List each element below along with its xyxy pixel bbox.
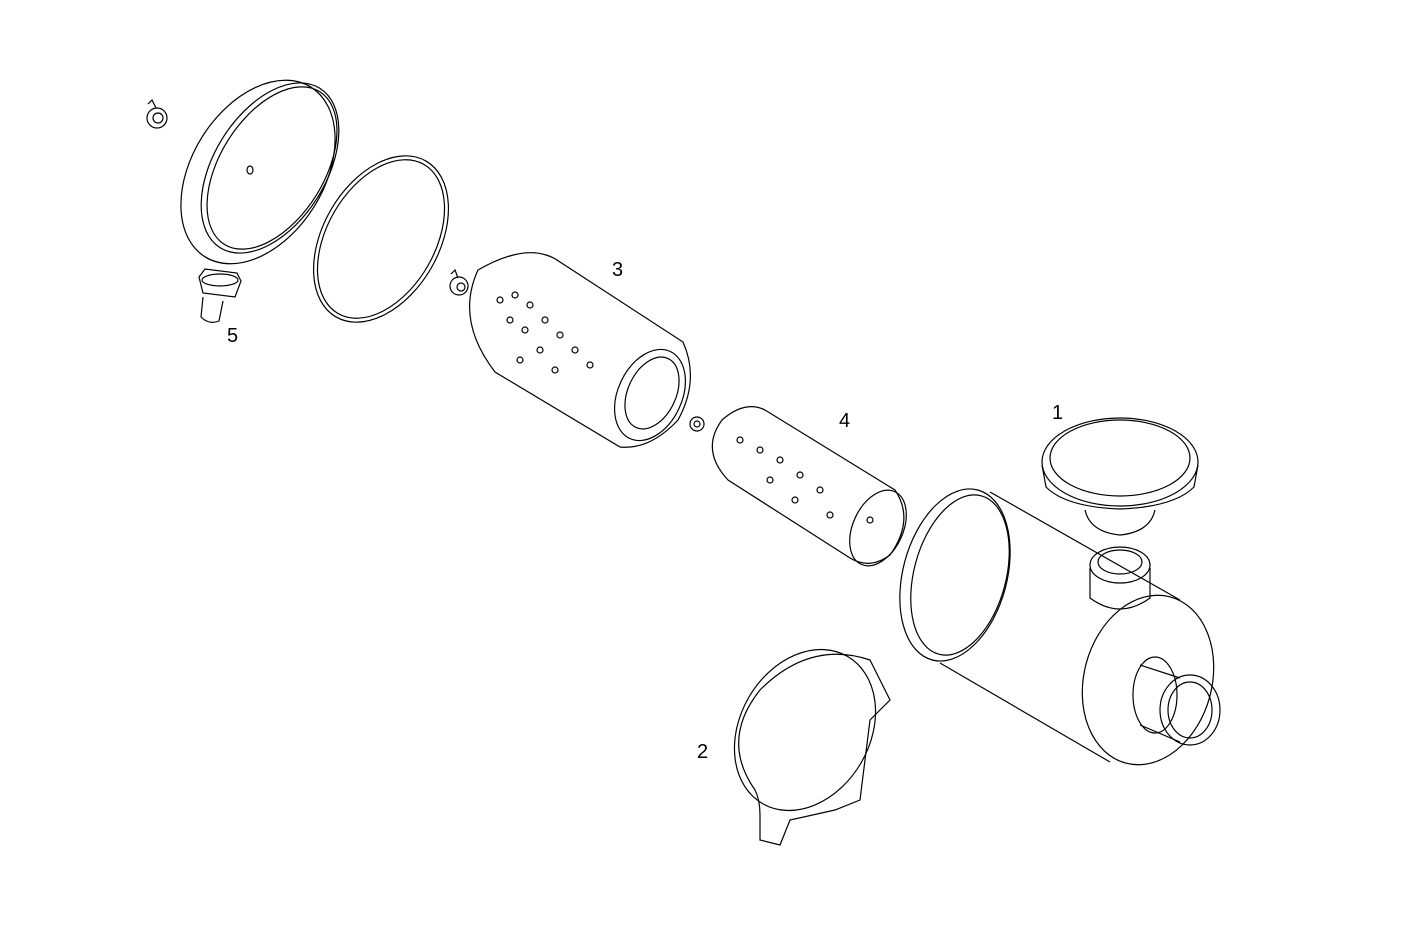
callout-5: 5 bbox=[227, 325, 239, 347]
o-ring bbox=[312, 155, 450, 323]
wing-nut-cover bbox=[146, 98, 168, 129]
callout-4: 4 bbox=[839, 410, 851, 432]
wing-nut-element bbox=[449, 268, 469, 296]
callout-3: 3 bbox=[612, 259, 624, 281]
filter-housing bbox=[899, 488, 1221, 766]
callout-1: 1 bbox=[1052, 402, 1064, 424]
dust-valve bbox=[198, 268, 242, 323]
callout-2: 2 bbox=[697, 741, 709, 763]
end-cover bbox=[180, 79, 340, 265]
primary-filter bbox=[469, 252, 691, 448]
rain-cap bbox=[1041, 417, 1199, 536]
safety-filter bbox=[711, 406, 907, 567]
hex-nut bbox=[689, 416, 705, 432]
mounting-bracket bbox=[733, 648, 891, 846]
